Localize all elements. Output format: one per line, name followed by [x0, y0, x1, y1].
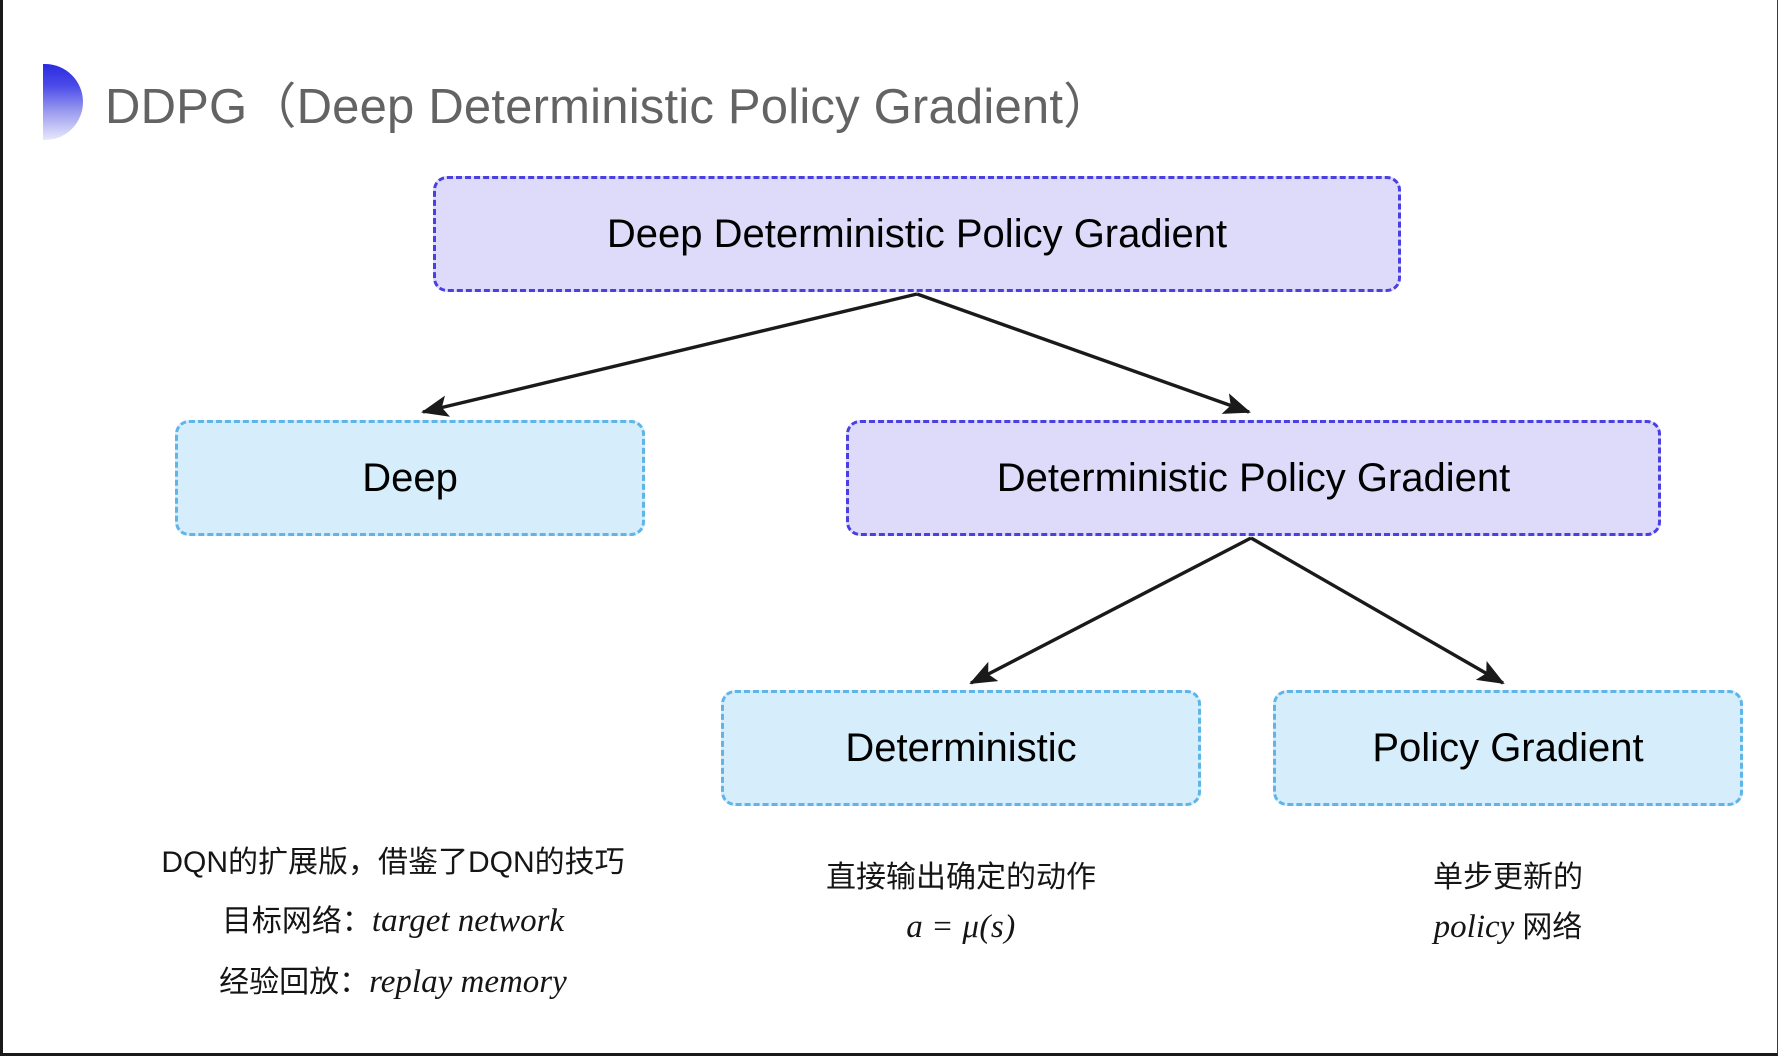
annotation-deep-line1: DQN的扩展版，借鉴了DQN的技巧 — [161, 846, 625, 879]
annotation-deep-line3: 经验回放：replay memory — [113, 952, 673, 1013]
annotation-deep-line2-term: target network — [371, 902, 565, 939]
node-label: Deterministic — [845, 726, 1077, 770]
edge-root-to-deep — [421, 292, 918, 417]
node-deep[interactable]: Deep — [175, 420, 645, 536]
formula-lhs: a — [906, 908, 924, 945]
edge-dpg-to-deterministic — [969, 536, 1252, 685]
edge-dpg-to-policy-gradient — [1250, 536, 1505, 685]
node-label: Deterministic Policy Gradient — [996, 456, 1511, 500]
edge-root-to-dpg — [916, 292, 1251, 414]
annotation-deep-line3-label: 经验回放： — [219, 965, 370, 999]
page-title: DDPG（Deep Deterministic Policy Gradient） — [43, 62, 1112, 142]
node-label: Deep — [362, 456, 458, 500]
formula-operator: = — [933, 908, 953, 945]
annotation-policy-gradient-suffix: 网络 — [1522, 910, 1583, 944]
annotation-deep-line2-label: 目标网络： — [221, 904, 372, 938]
node-policy-gradient[interactable]: Policy Gradient — [1273, 690, 1743, 806]
annotation-deep-line2: 目标网络：target network — [113, 891, 673, 952]
formula-rhs: μ(s) — [962, 908, 1016, 945]
node-label: Policy Gradient — [1372, 726, 1644, 770]
annotation-deterministic-line1: 直接输出确定的动作 — [826, 861, 1096, 894]
annotation-deep: DQN的扩展版，借鉴了DQN的技巧 目标网络：target network 经验… — [113, 835, 673, 1013]
annotation-deterministic-formula: a=μ(s) — [721, 902, 1201, 953]
annotation-deterministic: 直接输出确定的动作 a=μ(s) — [721, 855, 1201, 953]
node-deep-deterministic-policy-gradient[interactable]: Deep Deterministic Policy Gradient — [433, 176, 1401, 292]
half-ellipse-gradient-icon — [43, 64, 83, 140]
node-deterministic-policy-gradient[interactable]: Deterministic Policy Gradient — [846, 420, 1661, 536]
annotation-policy-gradient-line1: 单步更新的 — [1433, 861, 1583, 894]
node-label: Deep Deterministic Policy Gradient — [606, 212, 1228, 256]
annotation-deep-line3-term: replay memory — [369, 963, 567, 1000]
node-deterministic[interactable]: Deterministic — [721, 690, 1201, 806]
page-title-text: DDPG（Deep Deterministic Policy Gradient） — [105, 79, 1113, 134]
annotation-policy-gradient-term: policy — [1433, 908, 1515, 945]
